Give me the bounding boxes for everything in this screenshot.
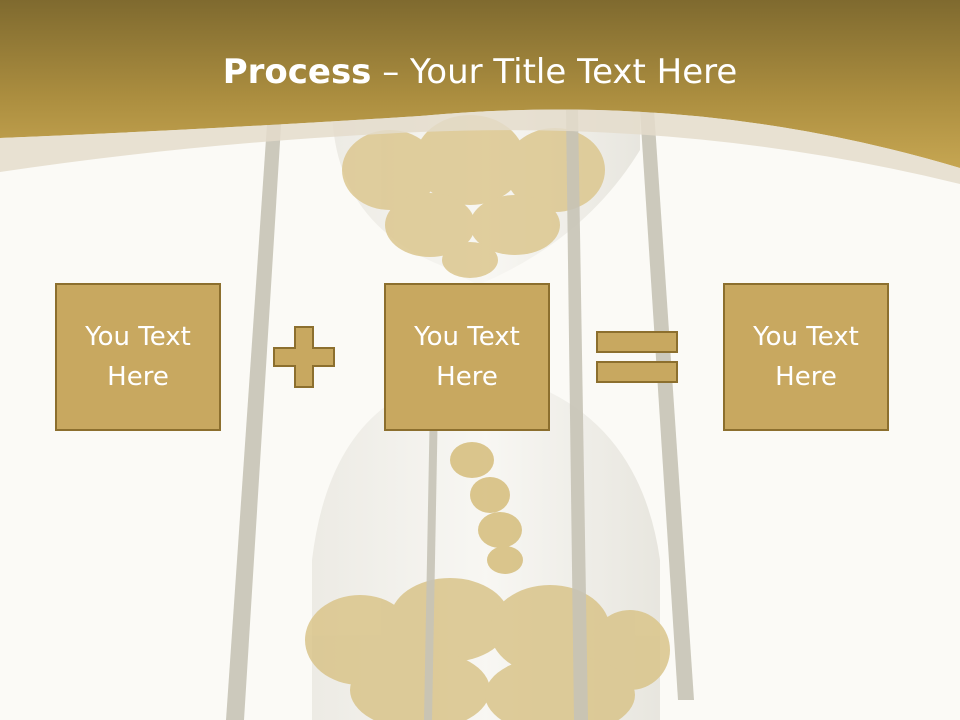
title-bold: Process [222, 52, 372, 92]
text-box-3-label: You Text Here [753, 322, 859, 392]
slide-title: Process – Your Title Text Here [0, 52, 960, 92]
text-box-1: You Text Here [55, 283, 221, 431]
plus-icon [273, 326, 335, 388]
text-box-2: You Text Here [384, 283, 550, 431]
equals-icon [596, 331, 678, 383]
text-box-3: You Text Here [723, 283, 889, 431]
text-box-1-label: You Text Here [85, 322, 191, 392]
text-box-2-label: You Text Here [414, 322, 520, 392]
title-rest: – Your Title Text Here [371, 52, 738, 92]
